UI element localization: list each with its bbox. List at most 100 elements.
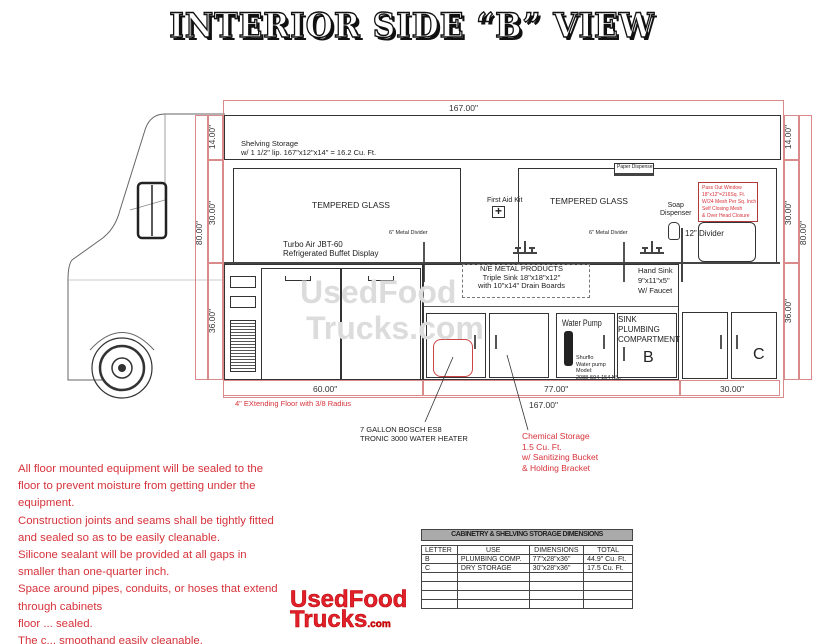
pass-out-line: 18"x12"=216Sq. Ft. [702,192,746,198]
dim-overall-bottom: 167.00" [529,400,559,410]
shurflo-label: Shurflo Water pump Model: 2088-594-154 N… [576,355,623,381]
faucet-icon [513,241,537,254]
divider-right-label: 6" Metal Divider [589,230,628,236]
table-row: C DRY STORAGE 30"x28"x36" 17.5 Cu. Ft. [421,563,633,573]
table-header-row: LETTER USE DIMENSIONS TOTAL [421,545,633,555]
cell: 30"x28"x36" [528,563,585,573]
divider-12-label: 12" Divider [685,229,724,238]
water-heater-line: 7 GALLON BOSCH ES8 [360,425,442,434]
chemical-line: Chemical Storage [522,431,590,441]
dim-left-36: 36.00" [207,308,218,334]
paper-dispenser: Paper Dispenser [614,163,654,176]
fridge-door[interactable] [261,268,341,380]
shelving-line1: Shelving Storage [241,139,299,148]
control-panel [230,296,256,308]
dim-frame-bottom-30 [680,380,780,396]
triple-sink-line: N/E METAL PRODUCTS [480,264,563,273]
cabinet-b-letter: B [643,349,654,366]
pass-out-line: & Over Head Closure [702,213,750,219]
soap-line1: Soap [667,202,684,209]
table-row-empty [421,581,633,591]
sink-plumbing-line: SINK [618,315,637,324]
door-handle [623,347,625,361]
cell: 44.9" Cu. Ft. [583,554,633,564]
sink-plumbing-line: PLUMBING [618,325,660,334]
cabinet-door-b[interactable] [617,313,677,378]
triple-sink [462,264,590,298]
chemical-storage-label: Chemical Storage 1.5 Cu. Ft. w/ Sanitizi… [522,431,598,473]
water-pump-icon [564,331,573,366]
logo-line1: UsedFood [290,586,408,613]
cell: PLUMBING COMP. [456,554,530,564]
hand-sink-label: Hand Sink 9"x11"x5" W/ Faucet [638,266,673,296]
storage-table-title: CABINETRY & SHELVING STORAGE DIMENSIONS [421,529,633,541]
door-handle [474,335,476,349]
control-panel [230,276,256,288]
water-heater-line: TRONIC 3000 WATER HEATER [360,434,468,443]
overall-dimension-frame [223,100,784,398]
door-handle [603,335,605,349]
dim-overall-top: 167.00" [449,103,479,113]
dim-bottom-77: 77.00" [544,384,569,394]
cabinet-c-letter: C [753,346,765,363]
note: Space around pipes, conduits, or hoses t… [18,583,278,613]
dim-bottom-30: 30.00" [720,384,745,394]
triple-sink-line: Triple Sink 18"x18"x12" [482,272,561,282]
cell: B [421,554,458,564]
watermark-line1: UsedFood [300,274,457,310]
divider-12-panel [698,222,756,262]
counter-edge [424,306,678,307]
diagram-title: INTERIOR SIDE “B” VIEW [169,5,655,46]
door-handle [736,335,738,349]
soap-dispenser-label: Soap Dispenser [660,202,692,218]
soap-dispenser-icon [668,222,680,240]
leader-lines [424,354,529,430]
faucet-icon [640,241,664,254]
dim-frame-left-30 [208,160,223,263]
header-dimensions: DIMENSIONS [528,545,585,555]
sink-plumbing-line: COMPARTMENT [618,335,680,344]
dim-bottom-60: 60.00" [313,384,338,394]
note: floor ... sealed. [18,617,93,630]
soap-line2: Dispenser [660,210,692,218]
dim-right-80: 80.00" [798,220,809,246]
dim-right-36: 36.00" [783,298,794,324]
dim-frame-left-80 [195,115,208,380]
door-handle [285,276,311,281]
divider-left-label: 6" Metal Divider [389,230,428,236]
cabinet-door-water-pump[interactable] [556,313,615,378]
dim-frame-left-14 [208,115,223,160]
turbo-line2: Refrigerated Buffet Display [283,249,379,259]
dim-left-30: 30.00" [207,200,218,226]
cell: 17.5 Cu. Ft. [583,563,633,573]
note: The c... smoothand easily cleanable. [18,635,203,644]
usedfoodtrucks-logo: UsedFood Trucks.com [290,586,408,635]
cabinet-door-chemical-storage[interactable] [489,313,549,378]
shurflo-line: Model: [576,368,593,374]
counter-line [224,262,780,264]
door-handle [495,335,497,349]
dim-frame-right-30 [784,160,799,263]
pass-out-line: Self Closing Mesh [702,206,743,212]
cell: C [421,563,458,573]
chemical-line: 1.5 Cu. Ft. [522,441,562,452]
shelving-line2: w/ 1 1/2" lip. 167"x12"x14" = 16.2 Cu. F… [241,147,377,157]
water-heater-label: 7 GALLON BOSCH ES8 TRONIC 3000 WATER HEA… [360,425,468,443]
first-aid-label: First Aid Kit [487,197,523,204]
hand-sink-line: 9"x11"x5" [638,276,670,285]
dim-right-30: 30.00" [783,200,794,226]
note: Construction joints and seams shall be t… [18,514,274,544]
cabinet-door-c-right[interactable] [731,312,777,379]
fridge-door[interactable] [341,268,421,380]
shurflo-line: Shurflo [576,355,594,361]
dim-left-14: 14.00" [207,124,218,150]
shelving-label: Shelving Storage w/ 1 1/2" lip. 167"x12"… [241,139,377,157]
shurflo-line: Water pump [576,361,606,368]
turbo-air-label: Turbo Air JBT-60 Refrigerated Buffet Dis… [283,240,378,258]
cell: 77"x28"x36" [528,554,585,564]
header-use: USE [456,545,530,555]
storage-dimensions-table: LETTER USE DIMENSIONS TOTAL B PLUMBING C… [421,545,633,609]
pass-out-window: Pass Out Window 18"x12"=216Sq. Ft. W/24 … [698,182,758,222]
dim-frame-right-14 [784,115,799,160]
